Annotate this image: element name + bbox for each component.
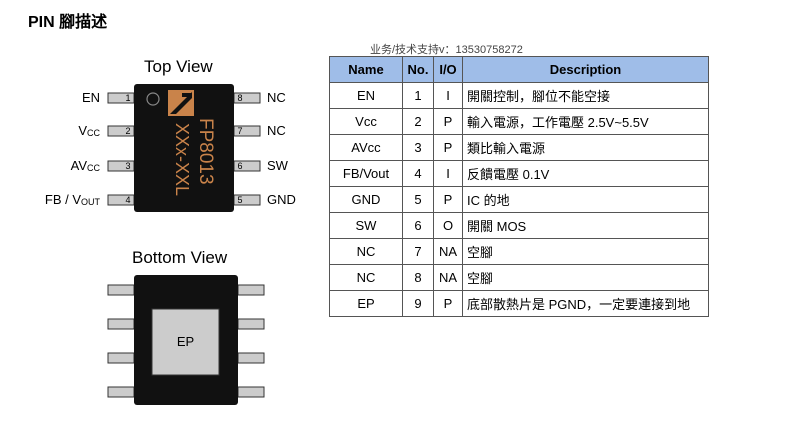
pin-label-en: EN xyxy=(81,90,100,105)
cell-name: AVcc xyxy=(329,134,403,161)
cell-no: 2 xyxy=(402,108,434,135)
cell-io: O xyxy=(433,212,463,239)
cell-no: 5 xyxy=(402,186,434,213)
pin-num-6: 6 xyxy=(237,161,242,171)
cell-name: NC xyxy=(329,238,403,265)
pin-num-1: 1 xyxy=(125,93,130,103)
cell-description: 輸入電源，工作電壓 2.5V~5.5V xyxy=(462,108,709,135)
bottom-pin-left-4 xyxy=(107,386,135,398)
left-pins xyxy=(107,92,135,206)
pin-label-fb-vout: FB / VOUT xyxy=(44,192,100,208)
cell-description: IC 的地 xyxy=(462,186,709,213)
cell-no: 6 xyxy=(402,212,434,239)
pin-num-2: 2 xyxy=(125,126,130,136)
cell-no: 4 xyxy=(402,160,434,187)
pin1-marker xyxy=(146,92,160,106)
right-pins xyxy=(233,92,261,206)
bottom-pin-right-2 xyxy=(237,318,265,330)
bottom-pin-right-3 xyxy=(237,352,265,364)
watermark: 业务/技术支持v：13530758272 xyxy=(370,44,523,56)
pin-num-7: 7 xyxy=(237,126,242,136)
pin-label-avcc: AVCC xyxy=(70,158,100,174)
pin-num-5: 5 xyxy=(237,195,242,205)
cell-no: 1 xyxy=(402,82,434,109)
table-header-row: Name No. I/O Description xyxy=(329,56,709,83)
cell-no: 7 xyxy=(402,238,434,265)
cell-io: NA xyxy=(433,264,463,291)
pin-num-8: 8 xyxy=(237,93,242,103)
cell-no: 8 xyxy=(402,264,434,291)
pin-label-sw: SW xyxy=(267,158,288,173)
cell-name: NC xyxy=(329,264,403,291)
cell-io: P xyxy=(433,134,463,161)
pin-num-4: 4 xyxy=(125,195,130,205)
top-view-title: Top View xyxy=(144,57,213,76)
cell-name: EN xyxy=(329,82,403,109)
exposed-pad-label: EP xyxy=(177,334,194,349)
cell-io: P xyxy=(433,186,463,213)
chip-marking-line2: XXx-XXL xyxy=(172,123,192,196)
cell-no: 9 xyxy=(402,290,434,317)
top-view-package: 1 2 3 4 8 7 6 5 FP8013 XXx-XXL xyxy=(107,84,261,212)
header-io: I/O xyxy=(433,56,463,83)
pin-num-3: 3 xyxy=(125,161,130,171)
pin-label-nc-8: NC xyxy=(267,90,286,105)
section-title: PIN 腳描述 xyxy=(28,14,108,31)
cell-no: 3 xyxy=(402,134,434,161)
header-no: No. xyxy=(402,56,434,83)
cell-name: Vcc xyxy=(329,108,403,135)
header-name: Name xyxy=(329,56,403,83)
cell-description: 開關 MOS xyxy=(462,212,709,239)
cell-name: GND xyxy=(329,186,403,213)
bottom-pin-right-1 xyxy=(237,284,265,296)
cell-description: 空腳 xyxy=(462,238,709,265)
cell-name: FB/Vout xyxy=(329,160,403,187)
cell-description: 反饋電壓 0.1V xyxy=(462,160,709,187)
cell-io: I xyxy=(433,160,463,187)
chip-marking-line1: FP8013 xyxy=(195,118,216,185)
cell-name: SW xyxy=(329,212,403,239)
cell-io: NA xyxy=(433,238,463,265)
chip-body xyxy=(134,84,234,212)
bottom-pin-right-4 xyxy=(237,386,265,398)
cell-io: I xyxy=(433,82,463,109)
cell-description: 底部散熱片是 PGND，一定要連接到地 xyxy=(462,290,709,317)
bottom-view-package: EP xyxy=(107,275,265,405)
pin-label-nc-7: NC xyxy=(267,123,286,138)
bottom-view-title: Bottom View xyxy=(132,248,228,267)
pin-label-gnd: GND xyxy=(267,192,296,207)
header-description: Description xyxy=(462,56,709,83)
bottom-pin-left-3 xyxy=(107,352,135,364)
cell-description: 開關控制，腳位不能空接 xyxy=(462,82,709,109)
cell-io: P xyxy=(433,290,463,317)
pin-label-vcc: VCC xyxy=(78,123,100,139)
bottom-pin-left-1 xyxy=(107,284,135,296)
cell-name: EP xyxy=(329,290,403,317)
bottom-pin-left-2 xyxy=(107,318,135,330)
cell-description: 類比輸入電源 xyxy=(462,134,709,161)
cell-description: 空腳 xyxy=(462,264,709,291)
cell-io: P xyxy=(433,108,463,135)
fp-logo-icon xyxy=(168,90,194,116)
exposed-pad xyxy=(151,308,220,376)
